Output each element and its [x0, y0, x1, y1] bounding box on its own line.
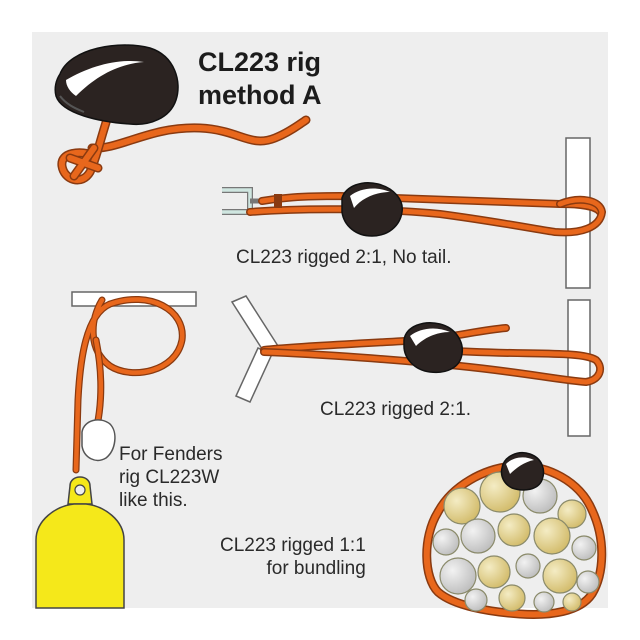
caption-fenders-line-2: rig CL223W	[119, 467, 220, 488]
title-line-2: method A	[198, 80, 322, 110]
caption-bundling: CL223 rigged 1:1 for bundling	[220, 534, 366, 580]
rig-2to1-illustration	[230, 295, 605, 437]
fender-rig-illustration	[35, 291, 197, 609]
caption-bundling-line-2: for bundling	[266, 558, 366, 579]
caption-bundling-line-1: CL223 rigged 1:1	[220, 535, 366, 556]
caption-2to1: CL223 rigged 2:1.	[320, 399, 472, 420]
cleat-cl223w	[81, 419, 116, 462]
caption-fenders-line-3: like this.	[119, 490, 188, 511]
logs	[432, 471, 600, 613]
fork-hook-1	[222, 187, 253, 215]
rig-2to1-no-tail-illustration	[222, 137, 607, 289]
post-2	[567, 299, 591, 437]
title-line-1: CL223 rig	[198, 47, 322, 77]
method-a-cleat	[54, 44, 179, 126]
bundling-illustration	[422, 452, 607, 619]
caption-fenders: For Fenders rig CL223W like this.	[119, 443, 222, 512]
caption-fenders-line-1: For Fenders	[119, 444, 223, 465]
diagram-panel	[32, 32, 608, 608]
t-bar	[230, 295, 280, 353]
caption-2to1-no-tail: CL223 rigged 2:1, No tail.	[236, 247, 452, 268]
page-title: CL223 rig method A	[198, 46, 322, 112]
fender-body	[35, 503, 125, 609]
post-1	[565, 137, 591, 289]
method-a-cleat-illustration	[54, 44, 311, 185]
